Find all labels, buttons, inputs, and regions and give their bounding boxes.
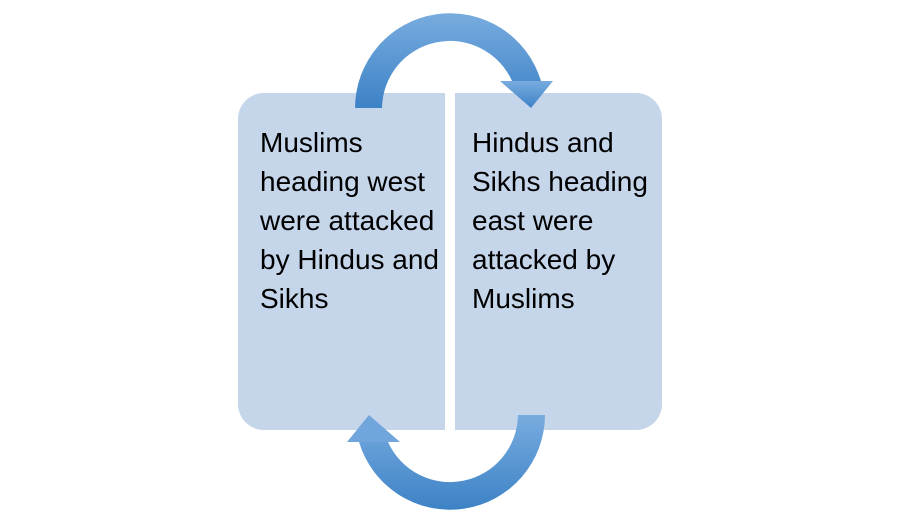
left-box-text: Muslims heading west were attacked by Hi… [260,127,440,314]
left-box: Muslims heading west were attacked by Hi… [238,93,445,430]
right-box: Hindus and Sikhs heading east were attac… [455,93,662,430]
bottom-cycle-arrow-icon [347,415,545,510]
top-cycle-arrow-icon [355,13,553,108]
right-box-text: Hindus and Sikhs heading east were attac… [472,127,648,314]
